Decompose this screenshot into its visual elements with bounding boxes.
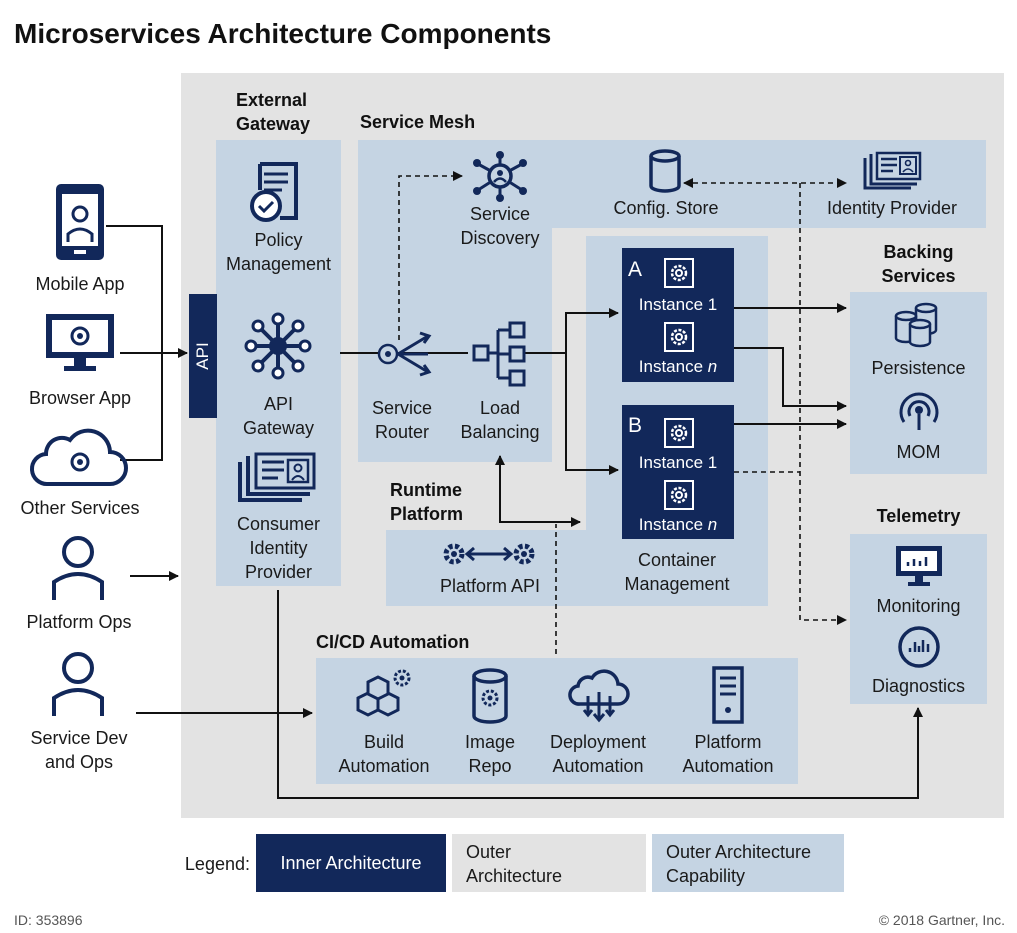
legend-outer-architecture-capability: Outer Architecture Capability (652, 834, 844, 892)
platform-ops-label: Platform Ops (26, 612, 132, 632)
service-discovery-label-1: Service (469, 204, 531, 224)
figure-id: ID: 353896 (14, 912, 83, 928)
container-b-instance-n-label: Instance n (622, 514, 734, 536)
gear-icon (664, 418, 694, 448)
other-services-label: Other Services (20, 498, 140, 518)
mom-label: MOM (896, 442, 941, 462)
platform-api-label: Platform API (439, 576, 541, 596)
build-automation-label-1: Build (363, 732, 405, 752)
load-balancing-label-1: Load (479, 398, 521, 418)
api-gateway-label-1: API (263, 394, 293, 414)
monitoring-screen-icon (896, 546, 942, 586)
diagnostics-label: Diagnostics (871, 676, 966, 696)
instance-n-suffix: n (707, 357, 718, 376)
platform-automation-label-2: Automation (682, 756, 774, 776)
legend-label: Legend: (184, 854, 250, 874)
platform-api-gears-icon (443, 543, 535, 565)
api-gateway-network-icon (244, 312, 312, 380)
service-discovery-label-2: Discovery (460, 228, 540, 248)
cicd-automation-heading: CI/CD Automation (316, 632, 470, 652)
persistence-label: Persistence (871, 358, 966, 378)
policy-management-label-2: Management (225, 254, 332, 274)
consumer-identity-label-2: Identity (249, 538, 308, 558)
build-automation-label-2: Automation (338, 756, 430, 776)
persistence-database-icon (894, 302, 938, 348)
backing-services-heading-1: Backing (883, 242, 954, 262)
service-router-icon (377, 331, 432, 377)
gear-icon (664, 480, 694, 510)
telemetry-heading: Telemetry (876, 506, 961, 526)
container-a-letter: A (628, 258, 643, 281)
page-title: Microservices Architecture Components (14, 18, 552, 49)
image-repo-label-1: Image (464, 732, 516, 752)
instance-n-suffix: n (707, 515, 718, 534)
identity-provider-card-icon (863, 151, 922, 190)
policy-document-icon (250, 162, 298, 222)
config-store-database-icon (649, 149, 681, 193)
gear-icon (664, 258, 694, 288)
cloud-services-icon (29, 428, 128, 487)
external-gateway-heading-2: Gateway (236, 114, 311, 134)
image-repo-icon (472, 668, 508, 724)
service-router-label-1: Service (371, 398, 433, 418)
diagnostics-icon (898, 626, 940, 668)
api-bar: API (189, 294, 217, 418)
container-management-label-1: Container (637, 550, 717, 570)
copyright: © 2018 Gartner, Inc. (878, 912, 1005, 928)
container-a-instance-n-label: Instance n (622, 356, 734, 378)
legend-outer-label-1: Outer (466, 842, 512, 862)
instance-n-prefix: Instance (638, 515, 708, 534)
service-router-label-2: Router (374, 422, 430, 442)
runtime-platform-heading-2: Platform (390, 504, 464, 524)
image-repo-label-2: Repo (468, 756, 512, 776)
container-a-instance-1-label: Instance 1 (638, 295, 718, 314)
consumer-identity-label-3: Provider (244, 562, 313, 582)
platform-automation-label-1: Platform (694, 732, 762, 752)
consumer-identity-label-1: Consumer (236, 514, 321, 534)
container-management-label-2: Management (624, 574, 730, 594)
legend-capability-label-2: Capability (666, 866, 746, 886)
browser-app-icon (46, 314, 114, 371)
api-gateway-label-2: Gateway (242, 418, 315, 438)
runtime-platform-heading-1: Runtime (390, 480, 462, 500)
config-store-label: Config. Store (613, 198, 719, 218)
deployment-cloud-icon (568, 669, 630, 723)
legend-outer-architecture: Outer Architecture (452, 834, 646, 892)
runtime-platform-box (386, 530, 586, 606)
external-gateway-heading-1: External (236, 90, 308, 110)
service-dev-ops-user-icon (52, 652, 104, 716)
legend-outer-label-2: Architecture (466, 866, 563, 886)
deployment-automation-label-1: Deployment (549, 732, 647, 752)
legend-capability-label-1: Outer Architecture (666, 842, 812, 862)
service-dev-ops-label-2: and Ops (44, 752, 114, 772)
platform-ops-user-icon (52, 536, 104, 600)
service-mesh-heading: Service Mesh (360, 112, 476, 132)
service-dev-ops-label-1: Service Dev (30, 728, 128, 748)
identity-provider-label: Identity Provider (826, 198, 958, 218)
monitoring-label: Monitoring (876, 596, 961, 616)
container-b (622, 405, 734, 539)
container-b-instance-1-label: Instance 1 (638, 453, 718, 472)
mobile-app-icon (56, 184, 104, 260)
container-b-letter: B (628, 414, 643, 437)
deployment-automation-label-2: Automation (552, 756, 644, 776)
instance-n-prefix: Instance (638, 357, 708, 376)
legend-inner-architecture: Inner Architecture (256, 834, 446, 892)
mobile-app-label: Mobile App (35, 274, 125, 294)
service-discovery-icon (473, 151, 527, 202)
build-automation-blocks-icon (356, 669, 411, 717)
legend-inner-label: Inner Architecture (280, 853, 422, 873)
gear-icon (664, 322, 694, 352)
mom-signal-icon (899, 392, 939, 430)
browser-app-label: Browser App (28, 388, 132, 408)
policy-management-label-1: Policy (254, 230, 303, 250)
platform-server-icon (712, 666, 744, 724)
backing-services-heading-2: Services (881, 266, 956, 286)
load-balancing-icon (472, 321, 526, 387)
consumer-identity-card-icon (238, 452, 316, 502)
load-balancing-label-2: Balancing (460, 422, 540, 442)
